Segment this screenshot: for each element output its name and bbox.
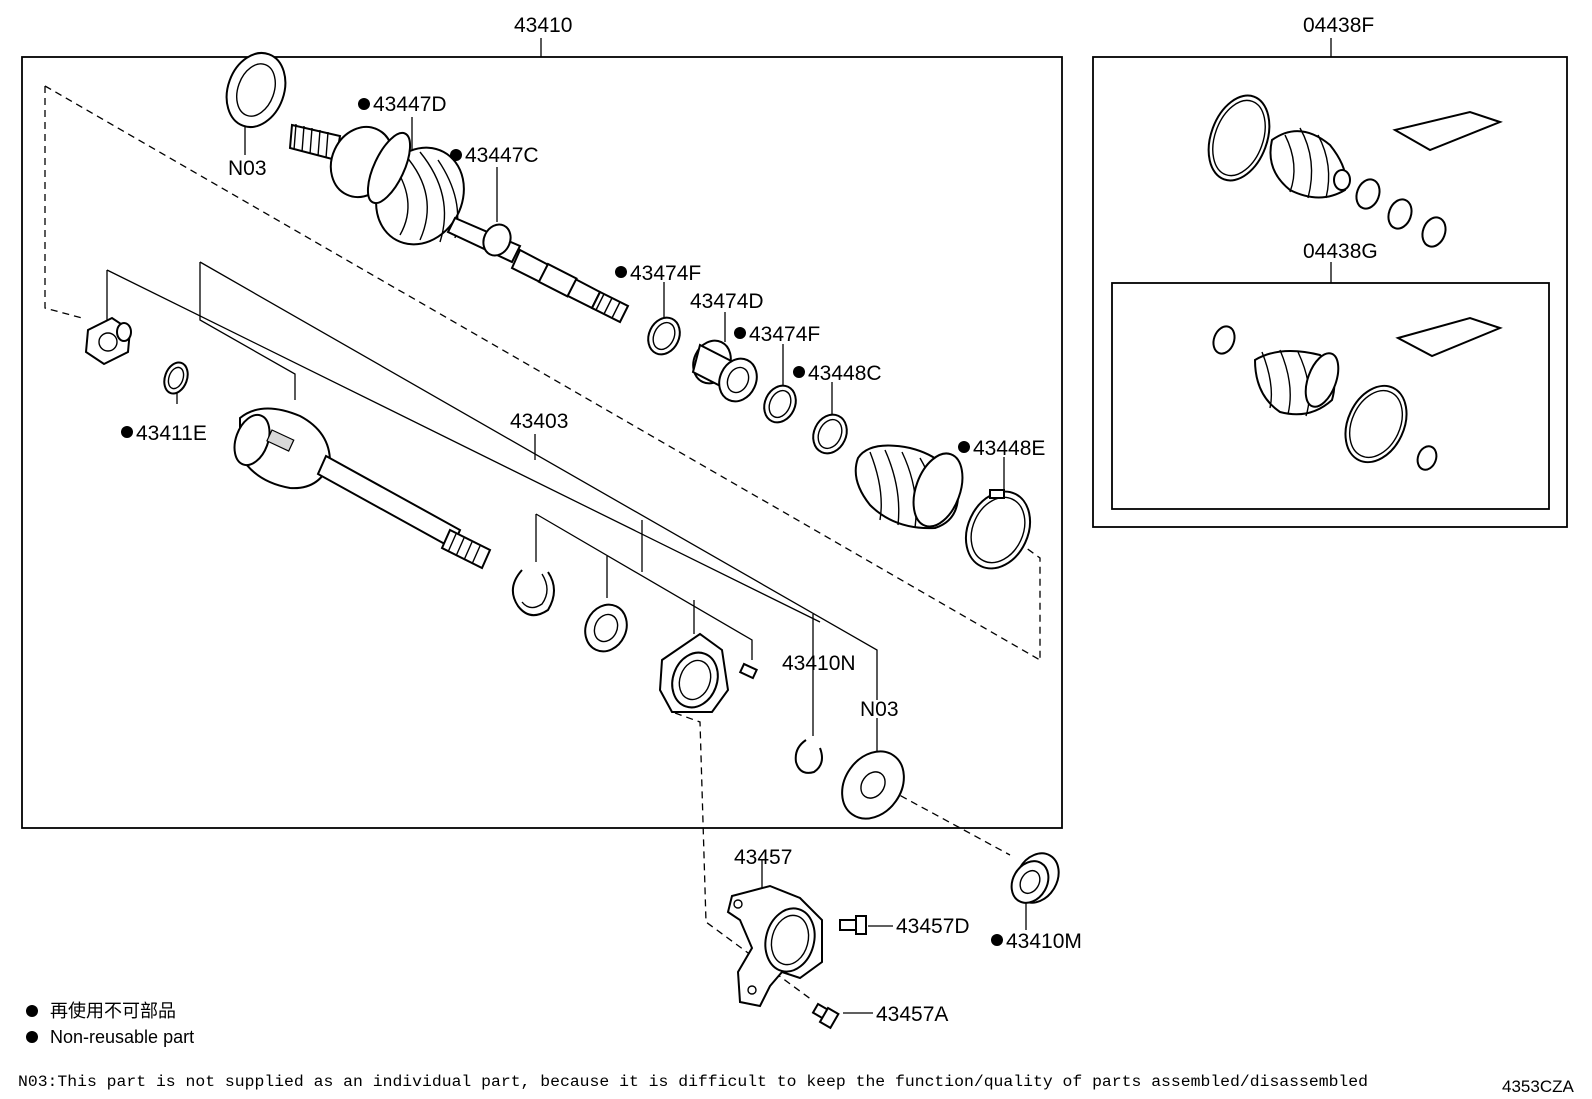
label-n03-top: N03 (228, 157, 267, 180)
bracket-b (199, 262, 296, 400)
kit-04438F-frame (1092, 56, 1568, 528)
dashed-guide-right (1017, 541, 1041, 660)
label-43411E: 43411E (136, 422, 207, 445)
bolt-43457D (839, 915, 867, 935)
label-04438G: 04438G (1303, 240, 1378, 263)
label-43447D: 43447D (373, 93, 447, 116)
legend-dot-jp (26, 1005, 38, 1017)
label-43457: 43457 (734, 846, 792, 869)
label-43457D: 43457D (896, 915, 970, 938)
boot-clamp-43474F-1 (647, 316, 681, 356)
assembly-43410-frame (21, 56, 1063, 829)
bracket-line-c (535, 513, 753, 660)
label-n03-bottom: N03 (860, 698, 899, 721)
dashed-guide-left (44, 86, 83, 319)
bolt-43457A (811, 1002, 840, 1030)
label-43474F-2: 43474F (749, 323, 820, 346)
snap-ring-inner (511, 569, 555, 617)
nonreusable-dot-43448E (958, 441, 970, 453)
center-bearing (584, 603, 628, 653)
nonreusable-dot-43447C (450, 149, 462, 161)
oil-seal-43410M (1010, 852, 1060, 904)
snap-ring-43410N (794, 739, 823, 774)
label-43403: 43403 (510, 410, 568, 433)
small-pin (738, 662, 759, 680)
kit-04438G-parts (1212, 316, 1503, 471)
bearing-bracket (658, 632, 730, 713)
dust-seal-n03-top (225, 52, 287, 128)
label-43474D: 43474D (690, 290, 764, 313)
label-43448C: 43448C (808, 362, 882, 385)
label-43410N: 43410N (782, 652, 856, 675)
boot-clamp-43474F-2 (763, 384, 797, 424)
dust-cover-n03-bottom (841, 750, 905, 820)
label-04438F: 04438F (1303, 14, 1374, 37)
nonreusable-dot-43474F-1 (615, 266, 627, 278)
bracket-line-b (199, 261, 878, 700)
label-43410: 43410 (514, 14, 572, 37)
legend-japanese: 再使用不可部品 (50, 1001, 176, 1021)
label-43457A: 43457A (876, 1003, 948, 1026)
dynamic-damper-43474D (691, 339, 758, 403)
legend-english: Non-reusable part (50, 1027, 194, 1047)
label-43448E: 43448E (973, 437, 1045, 460)
inboard-joint-shaft-43403 (233, 407, 492, 570)
boot-clamp-43448E (964, 489, 1032, 570)
label-43474F-1: 43474F (630, 262, 701, 285)
diagram-code: 4353CZA (1502, 1077, 1574, 1096)
snap-ring-43411E (163, 361, 189, 395)
dashed-guide-seal (889, 789, 1011, 856)
kit-04438F-parts (1207, 94, 1503, 248)
nonreusable-dot-43448C (793, 366, 805, 378)
footnote-n03: N03:This part is not supplied as an indi… (18, 1073, 1368, 1091)
inboard-boot (854, 444, 964, 530)
bracket-line-a (106, 269, 821, 623)
legend-dot-en (26, 1031, 38, 1043)
nonreusable-dot-43411E (121, 426, 133, 438)
bracket-43457 (726, 884, 823, 1008)
boot-clamp-43448C (812, 413, 848, 455)
tripod-joint (84, 316, 132, 366)
nonreusable-dot-43474F-2 (734, 327, 746, 339)
nonreusable-dot-43410M (991, 934, 1003, 946)
nonreusable-dot-43447D (358, 98, 370, 110)
label-43410M: 43410M (1006, 930, 1082, 953)
outboard-joint-shaft (288, 123, 630, 324)
label-43447C: 43447C (465, 144, 539, 167)
